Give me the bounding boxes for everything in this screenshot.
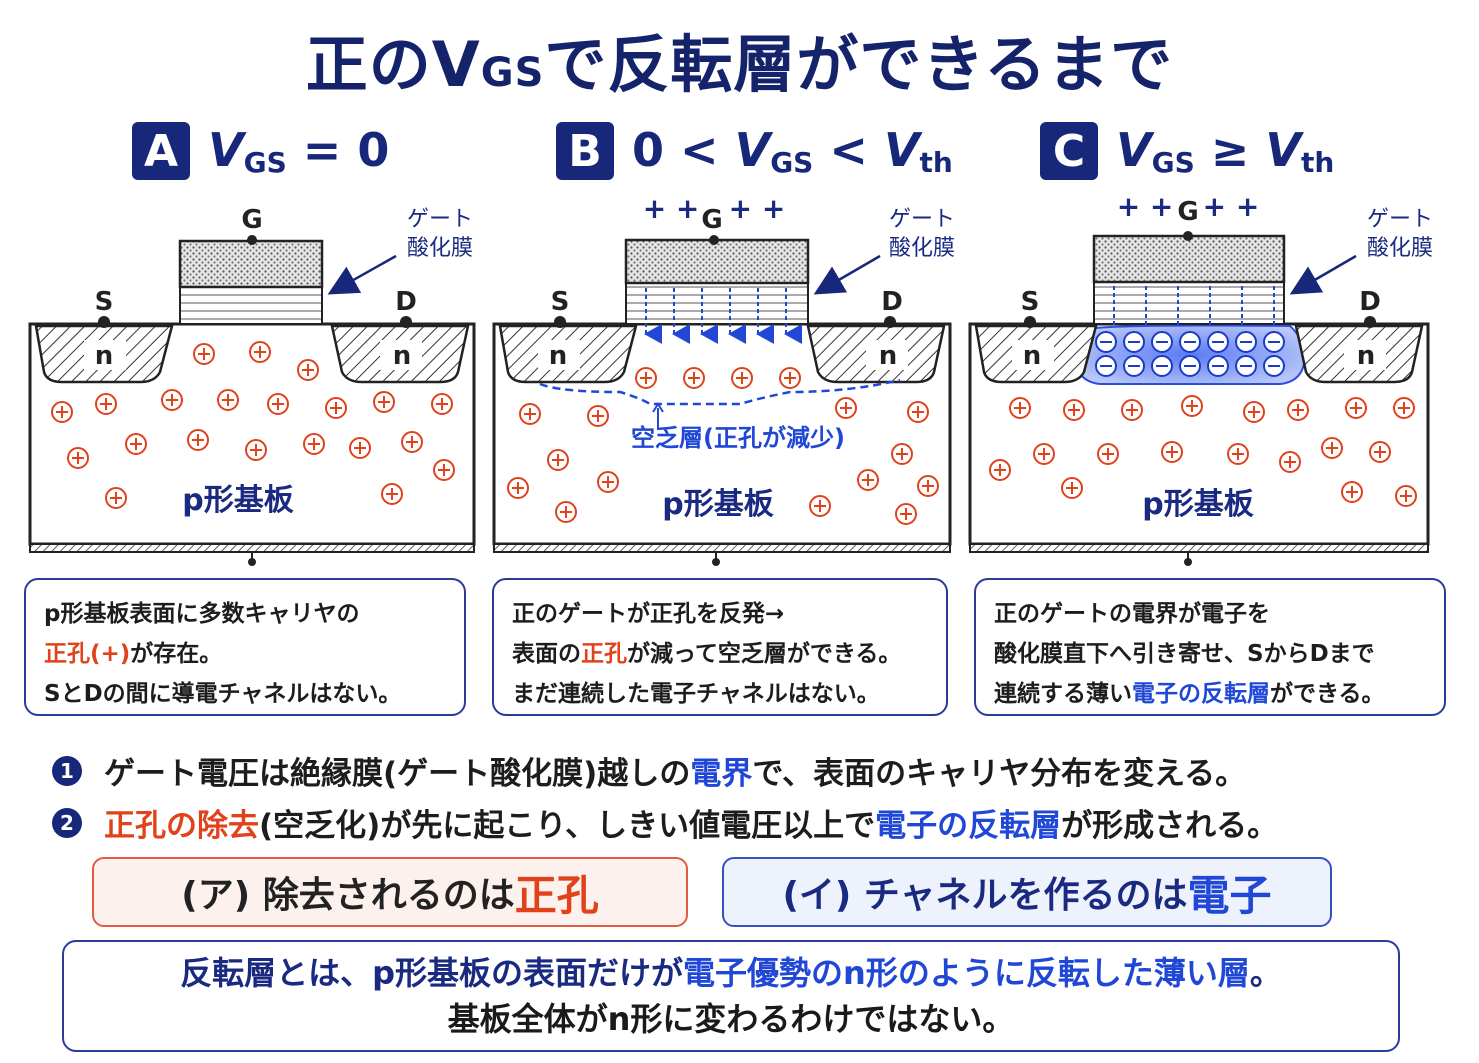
panel-b-badge: B — [556, 122, 614, 180]
panel-c-substrate-label: p形基板 — [1142, 487, 1253, 522]
panel-b-oxide-label-2: 酸化膜 — [889, 236, 955, 261]
panel-b-substrate-label: p形基板 — [662, 487, 773, 522]
panel-b-source-label: S — [551, 287, 570, 317]
answer-b-electrons: (イ) チャネルを作るのは電子 — [722, 857, 1332, 927]
panel-a-diagram: n n G S D ゲート 酸化膜 p形基板 — [28, 205, 476, 566]
panel-b-drain-n: n — [879, 341, 898, 371]
mosfet-diagrams: n n G S D ゲート 酸化膜 p形基板 — [28, 190, 1433, 566]
panel-a-badge: A — [132, 122, 190, 180]
panel-b-holes — [507, 367, 939, 525]
panel-b-oxide-label-1: ゲート — [889, 207, 955, 232]
panel-b-gate-label: G — [701, 205, 722, 235]
panel-c-drain-label: D — [1359, 287, 1381, 317]
panel-a-drain-label: D — [395, 287, 417, 317]
panel-a-drain-n: n — [393, 341, 412, 371]
answer-a-holes: (ア) 除去されるのは正孔 — [92, 857, 688, 927]
panel-c-header: C VGS ≥ Vth — [1040, 120, 1334, 182]
panel-b-diagram: n n G + + + + S D ゲート 酸化膜 空乏層(正孔が減少) p形基… — [492, 192, 955, 566]
panel-a-source-label: S — [95, 287, 114, 317]
point-number-1: 1 — [52, 755, 82, 786]
panel-a-header: A VGS = 0 — [132, 120, 389, 182]
key-point-2: 2 正孔の除去(空乏化)が先に起こり、しきい値電圧以上で電子の反転層が形成される… — [52, 800, 1278, 845]
panel-b-plus-charges: + + + + — [643, 192, 786, 225]
panel-c-plus-charges: + + + + — [1117, 190, 1260, 223]
panel-a-substrate-label: p形基板 — [182, 483, 293, 518]
panel-c-description: 正のゲートの電界が電子を 酸化膜直下へ引き寄せ、SからDまで 連続する薄い電子の… — [974, 578, 1446, 716]
panel-a-condition: VGS = 0 — [208, 123, 390, 179]
panel-c-badge: C — [1040, 122, 1098, 180]
panel-c-oxide-label-2: 酸化膜 — [1367, 236, 1433, 261]
panel-b-field-arrows — [644, 288, 802, 344]
panel-a-oxide-label-2: 酸化膜 — [407, 236, 473, 261]
page-title: 正のVGSで反転層ができるまで — [305, 28, 1174, 101]
point-number-2: 2 — [52, 807, 82, 838]
panel-a-oxide-label-1: ゲート — [407, 207, 473, 232]
panel-c-holes — [989, 395, 1417, 507]
panel-b-depletion-label: 空乏層(正孔が減少) — [631, 424, 845, 452]
panel-a-source-n: n — [95, 341, 114, 371]
panel-c-electrons — [1095, 331, 1285, 377]
panel-a-description: p形基板表面に多数キャリヤの 正孔(+)が存在。 SとDの間に導電チャネルはない… — [24, 578, 466, 716]
panel-c-diagram: n n G + + + + S D ゲート 酸化膜 — [968, 190, 1433, 566]
panel-a-holes — [51, 341, 455, 509]
panel-c-drain-n: n — [1357, 341, 1376, 371]
panel-c-gate-label: G — [1177, 197, 1198, 227]
panel-c-condition: VGS ≥ Vth — [1116, 123, 1335, 179]
panel-c-source-label: S — [1021, 287, 1040, 317]
panel-a-gate-label: G — [241, 205, 262, 235]
summary-box: 反転層とは、p形基板の表面だけが電子優勢のn形のように反転した薄い層。 基板全体… — [62, 940, 1400, 1052]
panel-b-header: B 0 < VGS < Vth — [556, 120, 953, 182]
panel-b-source-n: n — [549, 341, 568, 371]
panel-c-oxide-label-1: ゲート — [1367, 207, 1433, 232]
key-point-1: 1 ゲート電圧は絶縁膜(ゲート酸化膜)越しの電界で、表面のキャリヤ分布を変える。 — [52, 748, 1246, 793]
panel-c-field-lines — [1113, 286, 1275, 328]
panel-b-drain-label: D — [881, 287, 903, 317]
panel-b-condition: 0 < VGS < Vth — [632, 123, 953, 179]
panel-c-source-n: n — [1023, 341, 1042, 371]
panel-b-description: 正のゲートが正孔を反発→ 表面の正孔が減って空乏層ができる。 まだ連続した電子チ… — [492, 578, 948, 716]
